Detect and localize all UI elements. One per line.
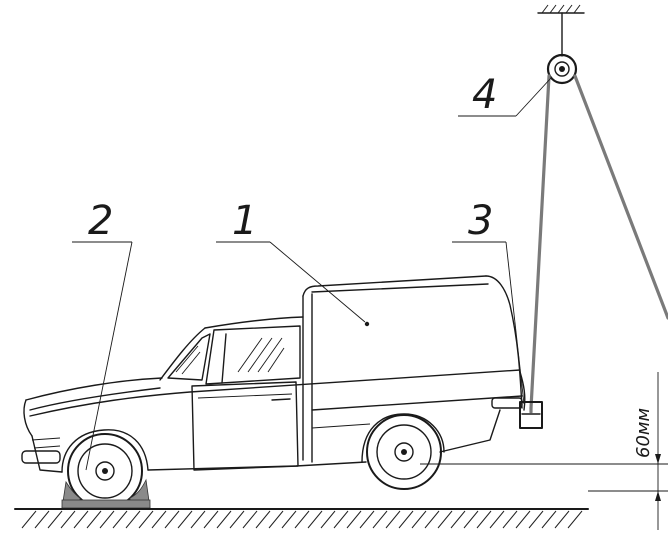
ground-hatch-line	[164, 510, 180, 529]
ground-hatch-line	[411, 510, 427, 529]
pulley	[546, 53, 578, 85]
ground-hatch-line	[177, 510, 193, 529]
ground-hatch-line	[203, 510, 219, 529]
ground-hatch-line	[190, 510, 206, 529]
ground-hatch-line	[99, 510, 115, 529]
ground-hatch-line	[450, 510, 466, 529]
dimension-60mm: 60мм	[420, 372, 668, 530]
ground-hatch-line	[476, 510, 492, 529]
ceiling-mount	[537, 4, 585, 57]
ground-hatch-line	[463, 510, 479, 529]
leader-lines	[72, 77, 552, 471]
ground-hatch-line	[489, 510, 505, 529]
ground-hatch-line	[346, 510, 362, 529]
ground-hatch-line	[151, 510, 167, 529]
ground-hatch-line	[502, 510, 518, 529]
ground-hatch-line	[21, 510, 37, 529]
ground-hatch-line	[47, 510, 63, 529]
ground-hatch-line	[268, 510, 284, 529]
ground-hatch-line	[515, 510, 531, 529]
ground-hatch-line	[333, 510, 349, 529]
ground-hatch-line	[307, 510, 323, 529]
ground-hatch-line	[541, 510, 557, 529]
ground-hatch-line	[138, 510, 154, 529]
dimension-label: 60мм	[633, 408, 654, 458]
ground-hatch-line	[528, 510, 544, 529]
label-chock: 2	[88, 198, 113, 244]
ground-hatch-line	[242, 510, 258, 529]
ground-hatch-line	[229, 510, 245, 529]
label-car: 1	[232, 198, 257, 244]
ground-hatch-line	[34, 510, 50, 529]
ground-hatch-line	[255, 510, 271, 529]
ground-hatch-line	[60, 510, 76, 529]
ground-hatch-line	[359, 510, 375, 529]
hook-bracket	[519, 401, 543, 429]
ground-hatch-line	[320, 510, 336, 529]
ground-hatch-line	[372, 510, 388, 529]
rear-wheel	[366, 414, 442, 490]
ground-hatch-line	[112, 510, 128, 529]
car-body	[21, 275, 526, 473]
ground-hatch-line	[216, 510, 232, 529]
label-hook: 3	[468, 198, 493, 244]
ground-hatch-line	[294, 510, 310, 529]
ground-hatch-line	[398, 510, 414, 529]
ground-hatch-line	[86, 510, 102, 529]
ground-hatch-line	[437, 510, 453, 529]
ground-hatch-line	[73, 510, 89, 529]
ground-hatch-line	[554, 510, 570, 529]
wheel-chock	[61, 478, 151, 509]
ground	[14, 508, 589, 529]
ground-hatch-line	[125, 510, 141, 529]
ground-hatch-line	[385, 510, 401, 529]
ground-hatch-line	[424, 510, 440, 529]
ground-hatch-line	[281, 510, 297, 529]
label-pulley: 4	[472, 72, 497, 118]
ground-hatch-line	[567, 510, 583, 529]
cable	[529, 74, 668, 410]
